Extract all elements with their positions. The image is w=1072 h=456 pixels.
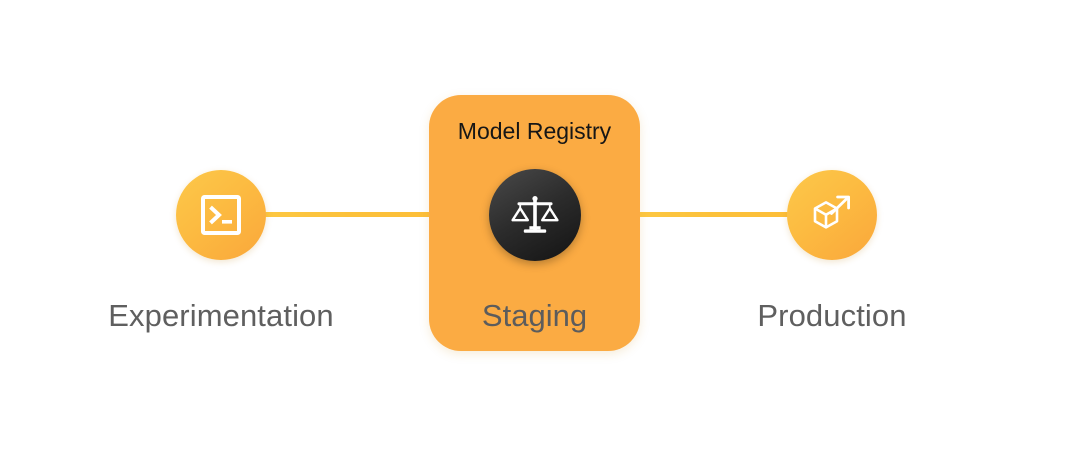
stage-label-experimentation: Experimentation [108, 298, 334, 333]
terminal-icon [197, 191, 245, 239]
panel-title-model-registry: Model Registry [457, 118, 612, 144]
stage-label-staging: Staging [481, 298, 588, 333]
stage-label-production: Production [757, 298, 907, 333]
connector-experimentation-to-staging [262, 212, 438, 217]
production-icon-circle[interactable] [787, 170, 877, 260]
model-registry-icon-circle[interactable] [488, 169, 581, 261]
cube-arrow-icon [807, 190, 857, 240]
connector-staging-to-production [632, 212, 792, 217]
experimentation-icon-circle[interactable] [176, 170, 266, 260]
balance-scales-icon [510, 190, 560, 240]
stage-production[interactable]: Production [702, 0, 962, 456]
stage-experimentation[interactable]: Experimentation [91, 0, 351, 456]
stage-staging-panel[interactable]: Model Registry [429, 95, 640, 351]
